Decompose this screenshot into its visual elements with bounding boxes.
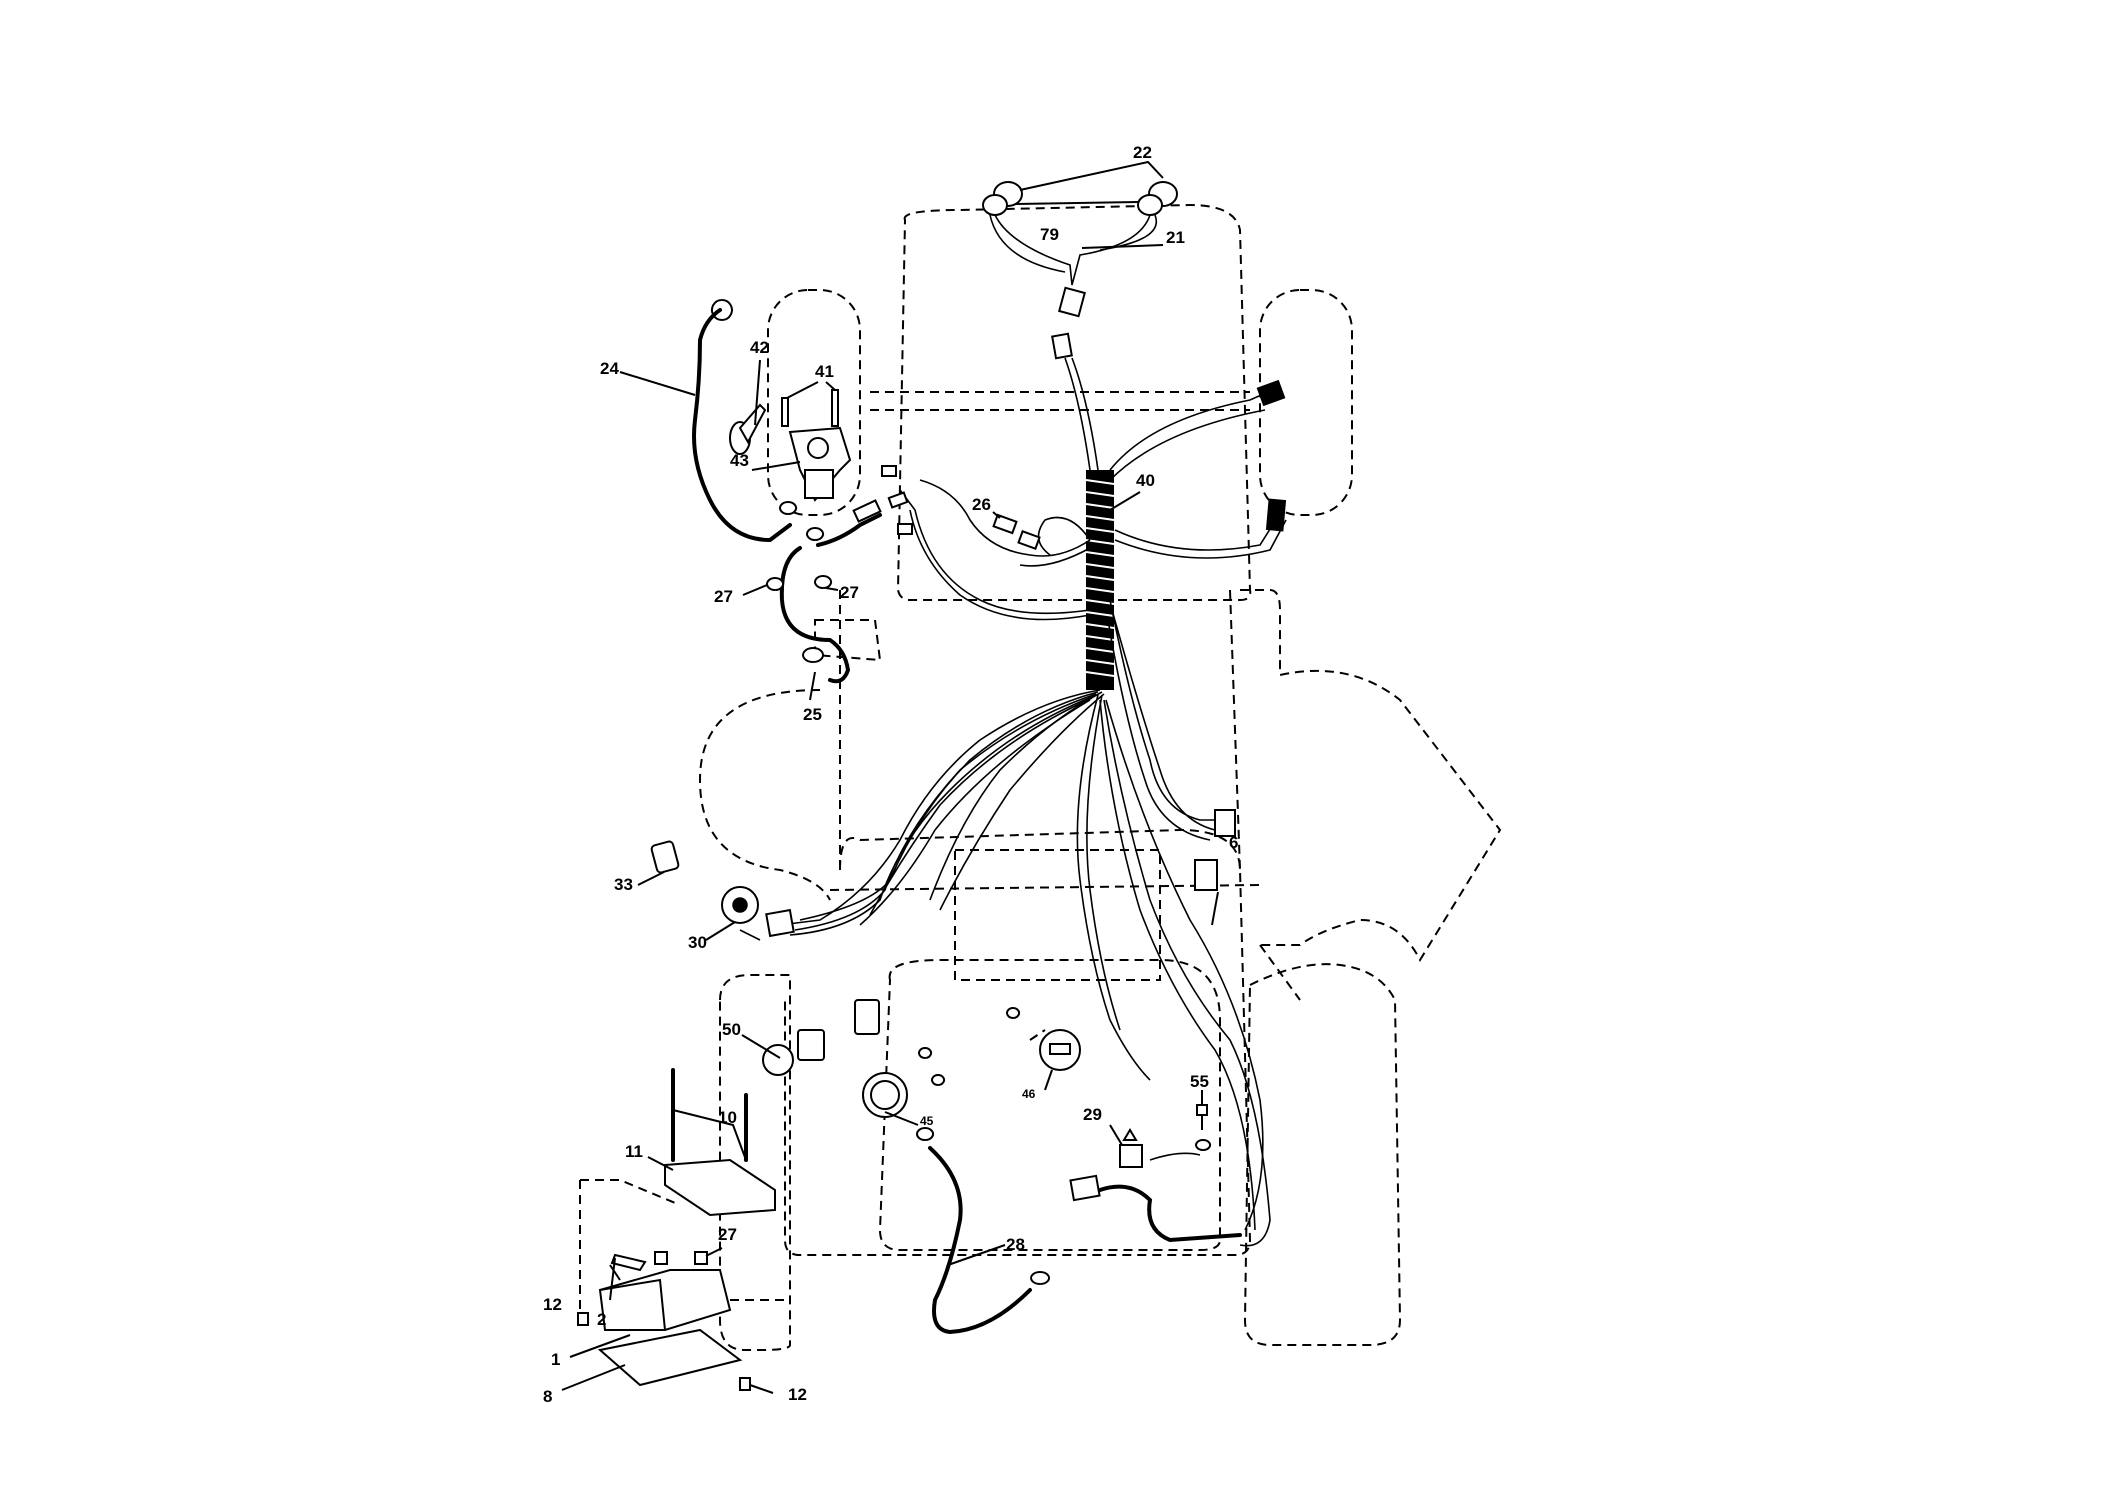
headlight-assembly <box>982 160 1178 318</box>
callout-26: 26 <box>972 495 991 514</box>
callout-11: 11 <box>625 1142 643 1161</box>
dash-components <box>741 999 1242 1243</box>
callout-50: 50 <box>722 1020 741 1039</box>
callout-33: 33 <box>614 875 633 894</box>
callout-27-left: 27 <box>714 587 733 606</box>
tractor-outline <box>579 203 1502 1351</box>
callout-labels: 22 79 21 24 42 41 43 40 26 27 27 25 6 33… <box>543 143 1238 1406</box>
callout-40: 40 <box>1136 471 1155 490</box>
callout-55: 55 <box>1190 1072 1209 1091</box>
callout-1: 1 <box>551 1350 560 1369</box>
callout-25: 25 <box>803 705 822 724</box>
callout-22: 22 <box>1133 143 1152 162</box>
ground-cable <box>916 1127 1051 1335</box>
main-wire-harness <box>779 332 1287 1247</box>
callout-43: 43 <box>730 451 749 470</box>
callout-27-right: 27 <box>840 583 859 602</box>
callout-41: 41 <box>815 362 834 381</box>
battery-cables <box>619 299 1041 701</box>
callout-29: 29 <box>1083 1105 1102 1124</box>
callout-12-left: 12 <box>543 1295 562 1314</box>
callout-30: 30 <box>688 933 707 952</box>
callout-46: 46 <box>1022 1087 1036 1101</box>
callout-8: 8 <box>543 1387 552 1406</box>
battery-assembly <box>561 1068 776 1394</box>
callout-42: 42 <box>750 338 769 357</box>
callout-2: 2 <box>597 1310 606 1329</box>
callout-6: 6 <box>1229 833 1238 852</box>
callout-10: 10 <box>718 1108 737 1127</box>
callout-24: 24 <box>600 359 619 378</box>
callout-28: 28 <box>1006 1235 1025 1254</box>
ignition-area <box>637 840 795 941</box>
callout-45: 45 <box>920 1114 934 1128</box>
callout-12-right: 12 <box>788 1385 807 1404</box>
callout-27-battery: 27 <box>718 1225 737 1244</box>
callout-21: 21 <box>1166 228 1185 247</box>
callout-79: 79 <box>1040 225 1059 244</box>
